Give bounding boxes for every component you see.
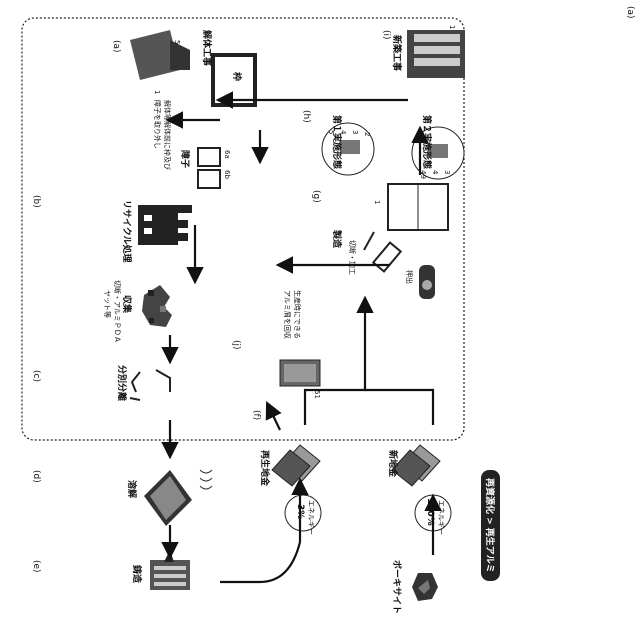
- label-manufacture: 製造: [331, 230, 340, 248]
- ref-1a: 1: [153, 90, 160, 94]
- step-g: (g): [311, 190, 320, 203]
- step-d: (d): [31, 470, 40, 483]
- label-bauxite: ボーキサイト: [391, 560, 400, 614]
- step-i: (i): [381, 30, 390, 40]
- figure-label: (a): [625, 6, 634, 19]
- scrap-note-2: アルミ屑を回収: [283, 290, 290, 339]
- label-collect: 収集: [121, 295, 130, 313]
- step-e: (e): [31, 560, 40, 573]
- ref-5: 5: [327, 130, 334, 134]
- energy-recycled: 3%: [295, 504, 304, 519]
- ref-1i: 1: [448, 25, 455, 29]
- ref-3b: 3: [443, 170, 450, 174]
- separation-note-2: 障子を取り外し: [153, 100, 160, 149]
- ref-51: 51: [313, 390, 320, 399]
- label-waku: 枠: [231, 72, 240, 81]
- step-c: (c): [31, 370, 40, 382]
- label-recycled-ingot: 再生地金: [259, 450, 268, 486]
- ref-5a: 5: [173, 40, 180, 44]
- separation-note-1: 解体等解体前に枠及び: [163, 100, 170, 170]
- label-cast: 鋳造: [131, 565, 140, 583]
- energy-label-new: エネルギー: [437, 500, 444, 535]
- ref-6b: 6b: [223, 170, 230, 179]
- label-sort: 分別分離: [116, 365, 125, 401]
- scrap-note-1: 生産時にできる: [293, 290, 300, 339]
- label-shinchiku: 新築工事: [391, 35, 400, 71]
- ref-2: 2: [363, 132, 370, 136]
- ref-4b: 4: [431, 170, 438, 174]
- label-melt: 溶解: [126, 480, 135, 498]
- label-kaitai: 解体工事: [201, 30, 210, 66]
- ref-3: 3: [351, 130, 358, 134]
- recycling-badge: 再資源化 > 再生アルミ: [481, 470, 500, 581]
- ref-49: 49: [419, 170, 426, 179]
- label-emb2: 第２実施形態: [421, 115, 430, 169]
- energy-label-recycled: エネルギー: [307, 500, 314, 535]
- label-new-ingot: 新地金: [387, 450, 396, 477]
- step-h: (h): [301, 110, 310, 123]
- step-a: (a): [111, 40, 120, 53]
- label-emb1: 第１実施形態: [331, 115, 340, 169]
- step-j: (j): [231, 340, 240, 350]
- ref-6a: 6a: [223, 150, 230, 159]
- energy-new: 100%: [425, 498, 434, 526]
- ref-g1: 1: [373, 200, 380, 204]
- step-b: (b): [31, 195, 40, 208]
- ref-4: 4: [339, 130, 346, 134]
- label-recycle: リサイクル処理: [121, 200, 130, 263]
- label-shoji: 障子: [179, 150, 188, 168]
- step-f: (f): [251, 410, 260, 420]
- label-cut-process: 切断・加工: [348, 240, 355, 275]
- collect-sub-1: 切断・アルミＰＤＡ: [113, 280, 120, 343]
- label-extrude: 押出: [405, 270, 412, 284]
- collect-sub-2: ヤット等: [103, 290, 110, 318]
